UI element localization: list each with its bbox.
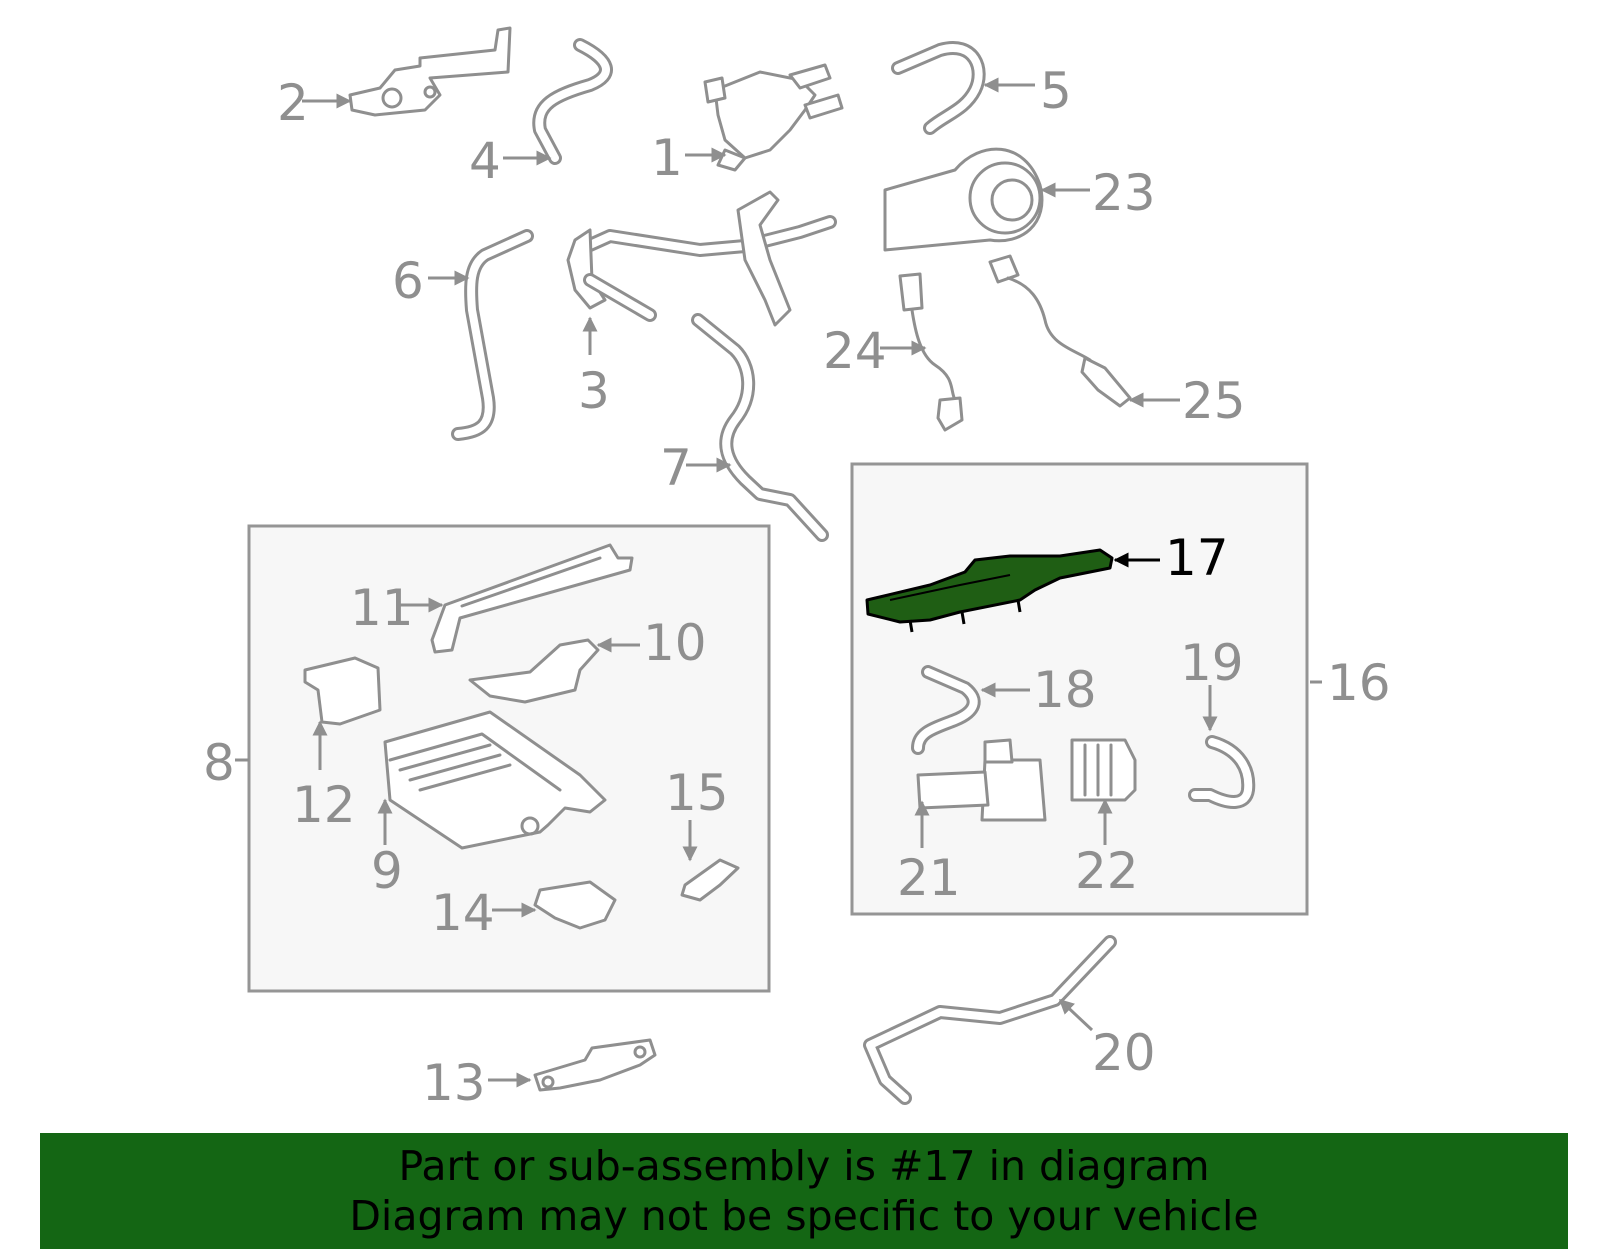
- part-10-bracket: [468, 638, 600, 704]
- callout-22[interactable]: 22: [1075, 842, 1139, 900]
- part-11-bracket: [430, 543, 634, 654]
- part-24-sensor: [898, 272, 964, 432]
- callout-25[interactable]: 25: [1182, 372, 1246, 430]
- part-1-valve: [703, 63, 844, 172]
- callout-9[interactable]: 9: [371, 842, 403, 900]
- part-20-pipe: [863, 935, 1117, 1105]
- part-25-sensor: [988, 254, 1132, 408]
- callout-10[interactable]: 10: [643, 614, 707, 672]
- callout-18[interactable]: 18: [1033, 661, 1097, 719]
- callout-16[interactable]: 16: [1327, 654, 1391, 712]
- callout-21[interactable]: 21: [897, 849, 961, 907]
- callout-7[interactable]: 7: [660, 439, 692, 497]
- part-18-hose: [911, 665, 981, 755]
- group-box-16: [850, 462, 1309, 916]
- callout-2[interactable]: 2: [277, 74, 309, 132]
- part-19-hose: [1188, 735, 1256, 809]
- callout-11[interactable]: 11: [350, 579, 414, 637]
- callout-6[interactable]: 6: [392, 252, 424, 310]
- part-14-hose: [533, 880, 617, 930]
- part-12-clip: [303, 656, 382, 726]
- part-7-hose: [691, 313, 829, 542]
- part-21-valve: [916, 738, 1047, 822]
- part-17-highlighted: [865, 548, 1114, 633]
- part-5-hose: [891, 41, 986, 135]
- banner-line-2: Diagram may not be specific to your vehi…: [349, 1192, 1259, 1240]
- banner-line-1: Part or sub-assembly is #17 in diagram: [398, 1142, 1210, 1190]
- callout-5[interactable]: 5: [1040, 62, 1072, 120]
- part-22-filter: [1070, 738, 1137, 802]
- part-4-hose: [532, 38, 613, 165]
- callout-24[interactable]: 24: [823, 322, 887, 380]
- callout-13[interactable]: 13: [422, 1054, 486, 1112]
- callout-3[interactable]: 3: [578, 362, 610, 420]
- callout-labels: 1 2 3 4 5 6 7 8 9 10 11 12 13 14 15 16 1…: [203, 62, 1391, 1112]
- part-15-clip: [680, 858, 740, 902]
- part-13-bracket: [533, 1038, 657, 1092]
- callout-8[interactable]: 8: [203, 734, 235, 792]
- part-2-bracket: [348, 26, 512, 117]
- callout-15[interactable]: 15: [665, 764, 729, 822]
- part-3-pipe: [566, 190, 837, 327]
- callout-20[interactable]: 20: [1092, 1024, 1156, 1082]
- callout-12[interactable]: 12: [292, 776, 356, 834]
- callout-14[interactable]: 14: [431, 884, 495, 942]
- part-9-canister: [383, 710, 607, 850]
- part-23-intake: [883, 147, 1044, 252]
- callout-23[interactable]: 23: [1092, 164, 1156, 222]
- info-banner: Part or sub-assembly is #17 in diagram D…: [40, 1133, 1568, 1249]
- callout-19[interactable]: 19: [1180, 634, 1244, 692]
- callout-4[interactable]: 4: [469, 132, 501, 190]
- callout-1[interactable]: 1: [651, 129, 683, 187]
- leader-lines: [235, 77, 1322, 1088]
- part-6-hose: [451, 229, 534, 441]
- callout-17[interactable]: 17: [1165, 529, 1229, 587]
